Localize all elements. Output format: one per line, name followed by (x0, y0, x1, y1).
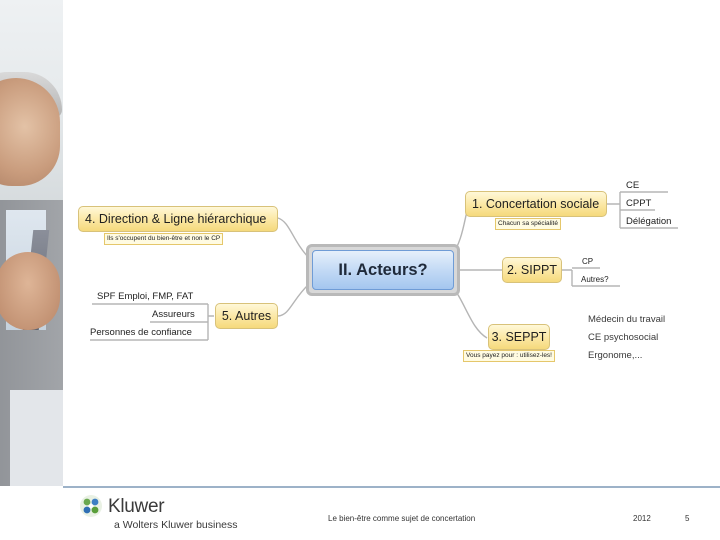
topic-concertation[interactable]: 1. Concertation sociale (465, 191, 607, 217)
footer-divider (63, 486, 720, 488)
leaf-spf-emploi: SPF Emploi, FMP, FAT (97, 291, 194, 302)
topic-seppt-label: 3. SEPPT (491, 330, 547, 344)
topic-concertation-label: 1. Concertation sociale (472, 197, 600, 211)
leaf-connector-sippt (560, 267, 620, 287)
topic-sippt-label: 2. SIPPT (506, 263, 558, 277)
note-concertation: Chacun sa spécialité (495, 218, 561, 230)
leaf-delegation: Délégation (626, 216, 672, 227)
topic-direction-label: 4. Direction & Ligne hiérarchique (85, 212, 267, 226)
note-seppt: Vous payez pour : utilisez-les! (463, 350, 555, 362)
leaf-personnes-confiance: Personnes de confiance (90, 327, 192, 338)
logo-brand-name: Kluwer (108, 496, 165, 517)
topic-direction[interactable]: 4. Direction & Ligne hiérarchique (78, 206, 278, 232)
leaf-ce-psychosocial: CE psychosocial (588, 332, 659, 343)
logo-tagline: a Wolters Kluwer business (114, 519, 238, 531)
branch-direction (277, 217, 310, 259)
leaf-medecin: Médecin du travail (588, 314, 666, 325)
kluwer-logo-icon (80, 495, 102, 517)
center-topic[interactable]: II. Acteurs? (306, 244, 460, 296)
footer-page-number: 5 (685, 514, 690, 523)
footer-subject: Le bien-être comme sujet de concertation (328, 514, 476, 523)
center-topic-label: II. Acteurs? (312, 250, 454, 290)
leaf-cp: CP (582, 257, 594, 266)
leaf-ce: CE (626, 180, 640, 191)
topic-autres-label: 5. Autres (221, 309, 272, 323)
topic-sippt[interactable]: 2. SIPPT (502, 257, 562, 283)
leaf-cppt: CPPT (626, 198, 652, 209)
note-direction: Ils s'occupent du bien-être et non le CP (104, 233, 224, 245)
businessman-photo (0, 0, 63, 486)
leaf-connector-concertation (606, 191, 678, 229)
leaf-autres-question: Autres? (581, 275, 609, 284)
footer-year: 2012 (633, 514, 651, 523)
leaf-ergonome: Ergonome,... (588, 350, 643, 361)
topic-seppt[interactable]: 3. SEPPT (488, 324, 550, 350)
topic-autres[interactable]: 5. Autres (215, 303, 278, 329)
leaf-assureurs: Assureurs (152, 309, 195, 320)
branch-autres (277, 283, 310, 317)
leaf-connector-autres (90, 303, 214, 341)
